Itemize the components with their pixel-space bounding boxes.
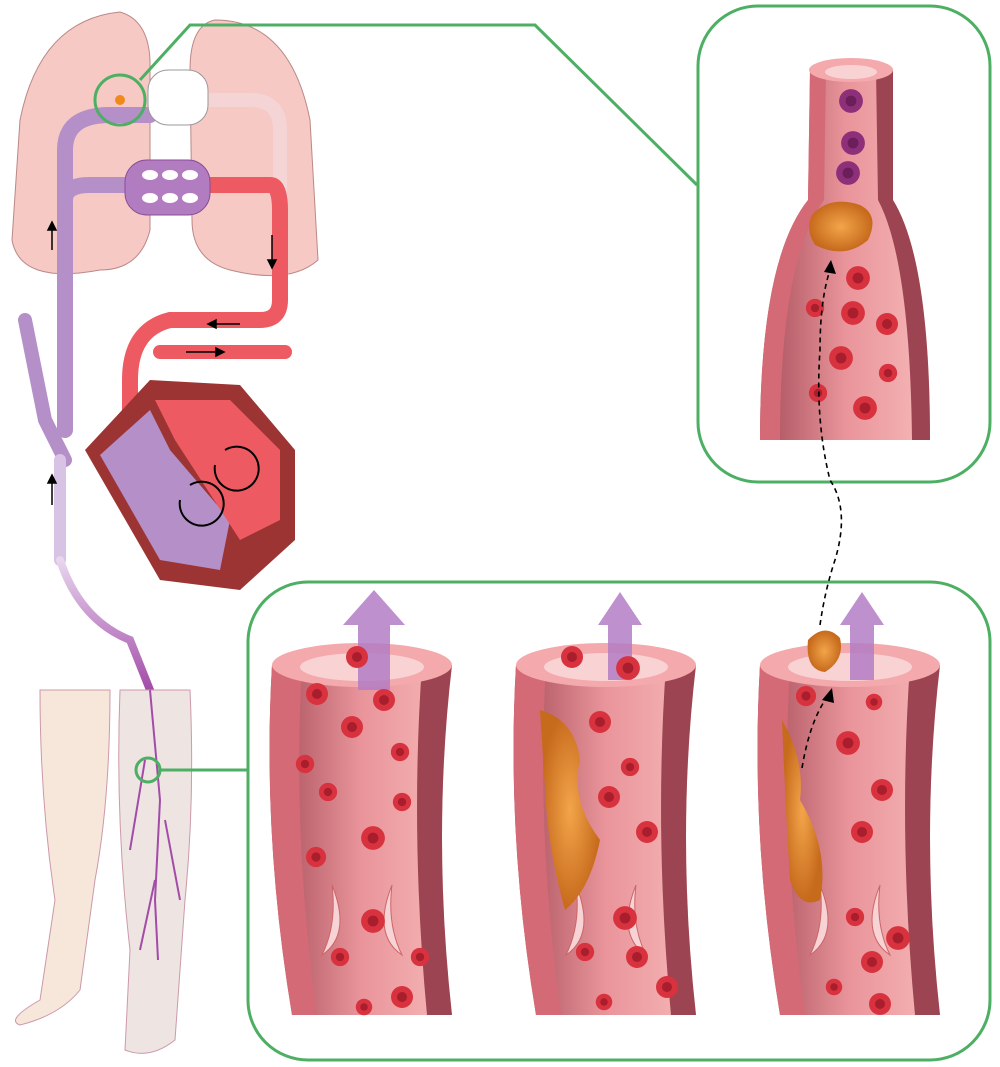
legs xyxy=(15,689,193,1054)
flow-arrow-icon xyxy=(46,220,278,505)
callout-lines xyxy=(93,23,699,784)
clot-path-arrow-icon xyxy=(801,269,843,769)
magnifier-circle-icon xyxy=(93,73,147,127)
lung-artery-callout xyxy=(696,4,992,484)
arrowheads xyxy=(822,260,836,703)
heart xyxy=(85,380,295,590)
vein-stage-clot-detaching xyxy=(756,592,941,1016)
leg-vein-callout xyxy=(246,580,992,1062)
capillary-nets xyxy=(124,69,211,216)
flow-arrow-icon xyxy=(840,592,884,680)
